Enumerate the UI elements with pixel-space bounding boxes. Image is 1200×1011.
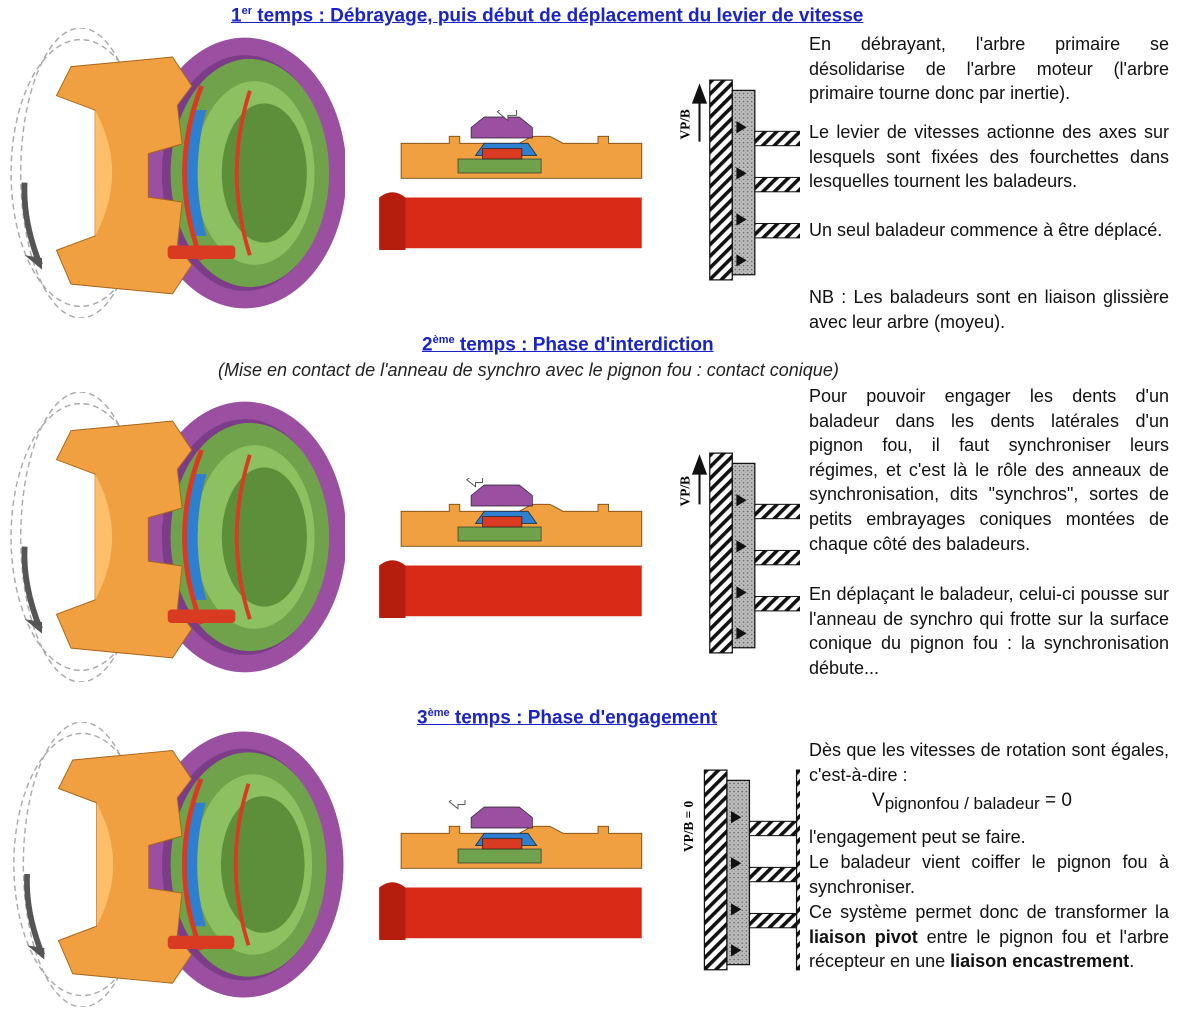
kinematic-schema-1: VP/B — [677, 79, 800, 281]
cross-section-illustration-3 — [378, 800, 643, 940]
heading-number: 2 — [422, 334, 433, 356]
cross-section-illustration-1 — [378, 110, 643, 250]
conclusion-part-1: Ce système permet donc de transformer la — [809, 902, 1169, 922]
section-1-paragraph-2: Le levier de vitesses actionne des axes … — [809, 122, 1169, 192]
section-3-paragraph-1: Dès que les vitesses de rotation sont ég… — [809, 740, 1169, 785]
section-2-heading: 2ème temps : Phase d'interdiction — [422, 334, 714, 356]
section-3-paragraph-2: l'engagement peut se faire. — [809, 827, 1026, 847]
section-3-heading: 3ème temps : Phase d'engagement — [417, 707, 717, 729]
formula-equals: = 0 — [1039, 790, 1072, 811]
section-1-heading: 1er temps : Débrayage, puis début de dép… — [231, 5, 863, 27]
kinematic-schema-2: VP/B — [677, 452, 800, 654]
vpb-label-1: VP/B — [677, 109, 692, 139]
heading-text: temps : Phase d'interdiction — [454, 334, 714, 356]
heading-number: 1 — [231, 5, 242, 27]
pivot-link-term: liaison pivot — [809, 926, 918, 947]
gearbox-illustration-3 — [0, 722, 345, 1007]
kinematic-schema-3: VP/B = 0 — [681, 769, 800, 971]
fixed-link-term: liaison encastrement — [950, 951, 1130, 972]
conclusion-end: . — [1129, 951, 1135, 972]
section-2-subtitle: (Mise en contact de l'anneau de synchro … — [218, 360, 839, 380]
heading-number: 3 — [417, 707, 428, 729]
heading-ordinal: er — [241, 5, 252, 17]
gearbox-illustration-1 — [0, 28, 345, 318]
vpb-label-2: VP/B — [677, 476, 692, 506]
section-1-paragraph-1: En débrayant, l'arbre primaire se désoli… — [809, 34, 1169, 104]
equal-speed-formula: Vpignonfou / baladeur = 0 — [872, 790, 1072, 814]
heading-ordinal: ème — [432, 334, 455, 346]
section-2-paragraph-1: Pour pouvoir engager les dents d'un bala… — [809, 386, 1169, 554]
heading-text: temps : Phase d'engagement — [449, 707, 718, 729]
vpb-label-3: VP/B = 0 — [681, 801, 696, 853]
formula-subscript: pignonfou / baladeur — [884, 794, 1040, 813]
section-1-paragraph-4: NB : Les baladeurs sont en liaison gliss… — [809, 287, 1169, 332]
section-3-paragraph-3: Le baladeur vient coiffer le pignon fou … — [809, 852, 1169, 897]
section-3-paragraph-4: Ce système permet donc de transformer la… — [809, 900, 1169, 974]
section-2-paragraph-2: En déplaçant le baladeur, celui-ci pouss… — [809, 584, 1169, 678]
heading-text: temps : Débrayage, puis début de déplace… — [251, 5, 864, 27]
section-1-paragraph-3: Un seul baladeur commence à être déplacé… — [809, 220, 1163, 240]
formula-v: V — [872, 790, 885, 811]
gearbox-illustration-2 — [0, 392, 345, 682]
heading-ordinal: ème — [427, 707, 450, 719]
cross-section-illustration-2 — [378, 478, 643, 618]
conclusion-part-2: entre le pignon fou et l'arbre récepteur… — [809, 926, 1170, 972]
